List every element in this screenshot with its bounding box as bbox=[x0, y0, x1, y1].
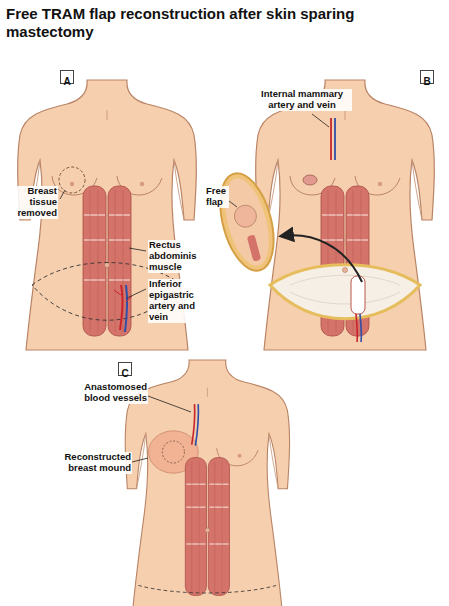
panel-letter: C bbox=[121, 368, 128, 380]
excision-outline bbox=[59, 167, 85, 193]
panel-letter-box: B bbox=[420, 70, 434, 84]
muscle-defect bbox=[351, 276, 365, 314]
vein bbox=[125, 285, 127, 332]
vein bbox=[334, 118, 336, 160]
callout-label: Free flap bbox=[205, 186, 229, 208]
scar-line bbox=[138, 585, 276, 593]
panel-letter: B bbox=[423, 76, 430, 88]
panel-letter: A bbox=[63, 76, 70, 88]
callout-label: Inferior epigastric artery and vein bbox=[148, 279, 212, 323]
artery bbox=[330, 118, 332, 160]
skin-opening bbox=[303, 175, 317, 185]
callout-label: Anastomosed blood vessels bbox=[78, 382, 148, 404]
artery bbox=[192, 404, 195, 444]
figure-title: Free TRAM flap reconstruction after skin… bbox=[6, 5, 443, 41]
panel-b-figure bbox=[256, 80, 435, 350]
panel-c-figure bbox=[125, 360, 289, 606]
panel-letter-box: C bbox=[118, 362, 132, 376]
donor-site bbox=[270, 265, 420, 319]
callout-label: Breast tissue removed bbox=[10, 186, 58, 219]
transfer-arrow bbox=[282, 235, 362, 282]
free-flap bbox=[211, 167, 283, 276]
leader-lines bbox=[60, 114, 329, 462]
panel-letter-box: A bbox=[60, 70, 74, 84]
callout-label: Rectus abdominis muscle bbox=[148, 240, 206, 273]
callout-label: Internal mammary artery and vein bbox=[252, 89, 352, 111]
artery bbox=[120, 285, 123, 330]
vein bbox=[195, 404, 198, 445]
callout-label: Reconstructed breast mound bbox=[58, 452, 132, 474]
